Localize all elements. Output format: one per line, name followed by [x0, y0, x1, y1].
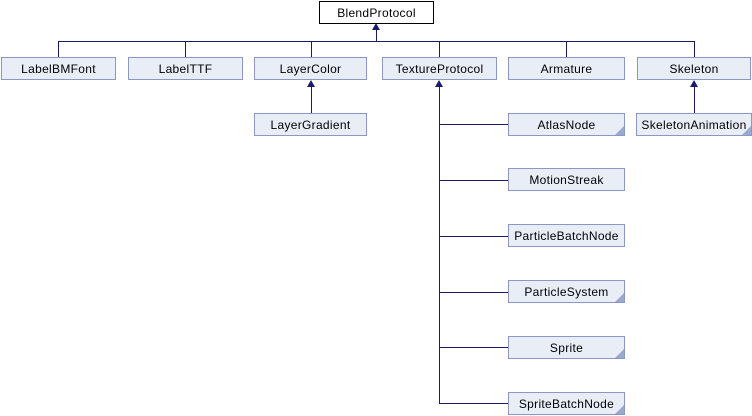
edge-stub-labelbmfont [58, 41, 59, 57]
edge-stub-armature [566, 41, 567, 57]
node-blendprotocol[interactable]: BlendProtocol [319, 1, 434, 24]
edge-textureprotocol-spine [439, 87, 440, 404]
edge-stub-layercolor [311, 41, 312, 57]
edge-trunk-vertical [376, 30, 377, 42]
edge-stub-textureprotocol [439, 41, 440, 57]
edge-skeletonanimation [694, 87, 695, 113]
node-sprite[interactable]: Sprite [508, 336, 625, 359]
node-atlasnode[interactable]: AtlasNode [508, 113, 625, 136]
edge-stub-skeleton [694, 41, 695, 57]
edge-branch-particlebatchnode [439, 236, 508, 237]
node-particlebatchnode[interactable]: ParticleBatchNode [508, 224, 625, 247]
edge-layergradient [311, 87, 312, 113]
node-skeletonanimation[interactable]: SkeletonAnimation [636, 113, 752, 136]
arrowhead-to-textureprotocol [435, 80, 443, 87]
edge-branch-sprite [439, 347, 508, 348]
arrowhead-to-layercolor [307, 80, 315, 87]
edge-stub-labelttf [185, 41, 186, 57]
arrowhead-to-skeleton [690, 80, 698, 87]
node-layergradient[interactable]: LayerGradient [254, 113, 367, 136]
edge-branch-particlesystem [439, 292, 508, 293]
node-labelttf[interactable]: LabelTTF [128, 57, 243, 80]
node-layercolor[interactable]: LayerColor [254, 57, 367, 80]
edge-branch-atlasnode [439, 124, 508, 125]
node-armature[interactable]: Armature [508, 57, 625, 80]
edge-branch-spritebatchnode [439, 403, 508, 404]
node-particlesystem[interactable]: ParticleSystem [508, 280, 625, 303]
node-textureprotocol[interactable]: TextureProtocol [382, 57, 497, 80]
node-motionstreak[interactable]: MotionStreak [508, 168, 625, 191]
arrowhead-to-blendprotocol [372, 23, 380, 30]
node-skeleton[interactable]: Skeleton [637, 57, 751, 80]
edge-branch-motionstreak [439, 180, 508, 181]
node-spritebatchnode[interactable]: SpriteBatchNode [508, 392, 625, 415]
edge-trunk-horizontal [58, 41, 695, 42]
node-labelbmfont[interactable]: LabelBMFont [1, 57, 116, 80]
